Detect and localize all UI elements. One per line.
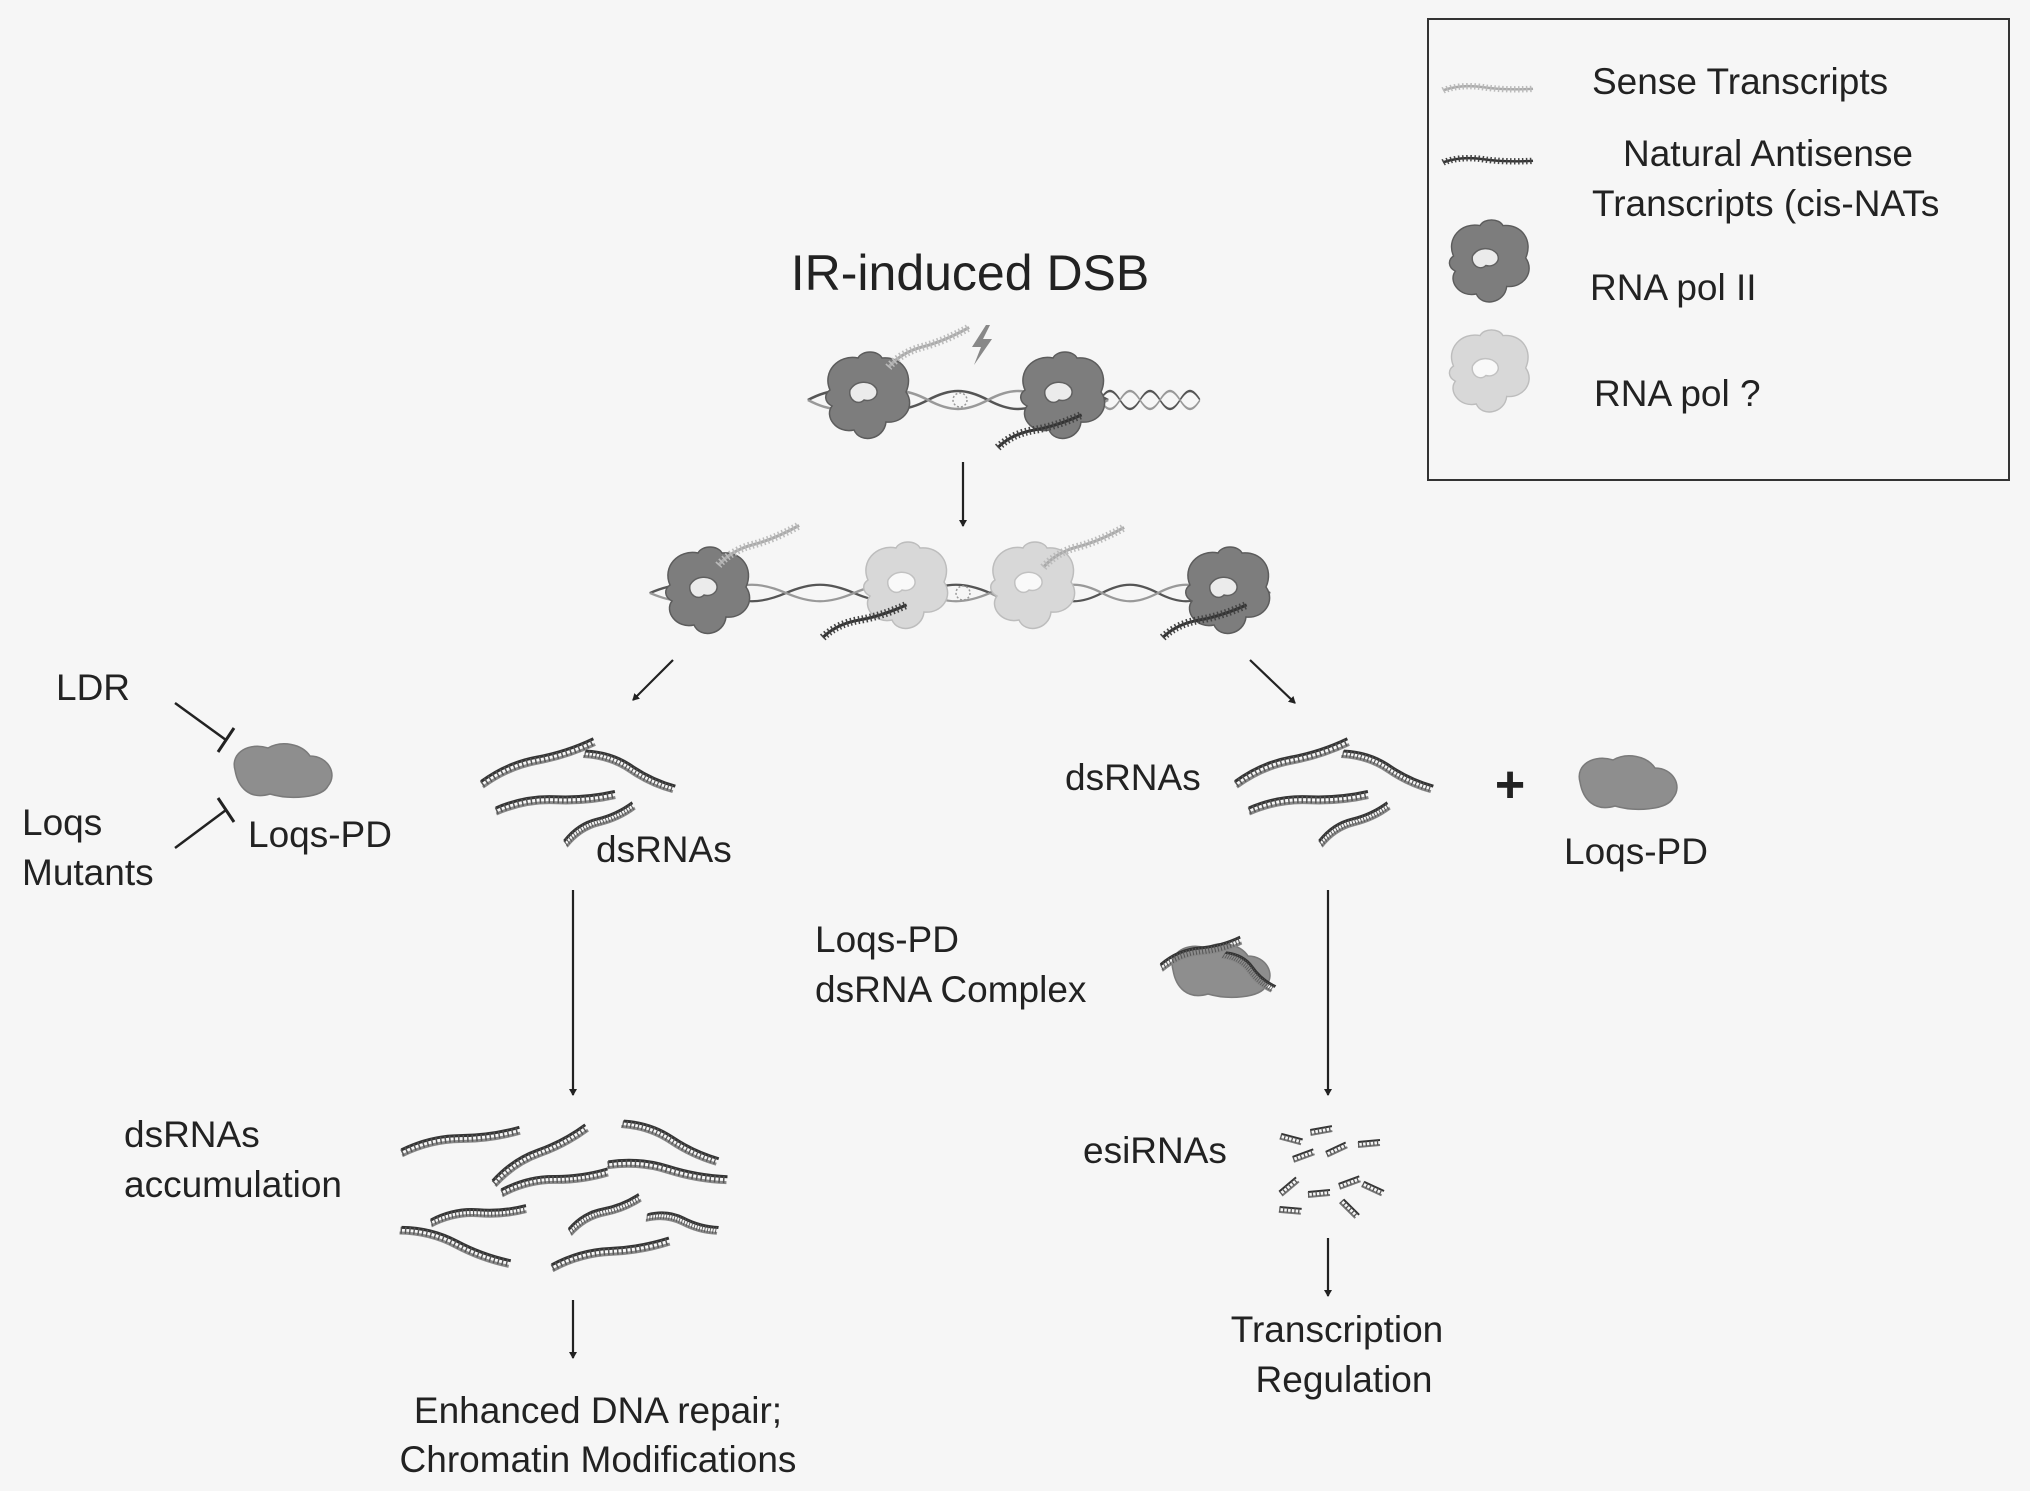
dsrnas-right-label: dsRNAs — [1065, 757, 1201, 798]
break-site-middle-icon — [955, 585, 971, 601]
sense-strand-top-icon — [886, 324, 970, 367]
accumulation-label-2: accumulation — [124, 1164, 342, 1205]
ldr-inhibition-line — [174, 701, 227, 742]
ldr-label: LDR — [56, 667, 130, 708]
dsrna-cluster-right-icon — [1233, 738, 1434, 847]
rna-pol-ii-icon — [1448, 219, 1530, 303]
loqs-pd-dsrna-complex-icon — [1159, 936, 1276, 997]
arrow-right-branch — [1249, 659, 1296, 704]
legend-antisense-label-1: Natural Antisense — [1623, 133, 1913, 174]
loqs-pd-right-label: Loqs-PD — [1564, 831, 1708, 872]
right-outcome-label-1: Transcription — [1231, 1309, 1443, 1350]
pol2-mid-left-icon — [664, 546, 751, 635]
accumulation-label-1: dsRNAs — [124, 1114, 260, 1155]
sense-strand-icon — [1443, 86, 1533, 90]
left-outcome-label-2: Chromatin Modifications — [400, 1439, 797, 1480]
loqs-pd-protein-right-icon — [1578, 755, 1678, 811]
dsrnas-left-label: dsRNAs — [596, 829, 732, 870]
legend: Sense Transcripts Natural Antisense Tran… — [1427, 18, 2010, 481]
mutants-inhibition-line — [174, 808, 227, 850]
sense-strand-mid-left-icon — [716, 522, 800, 565]
plus-sign: + — [1495, 756, 1525, 814]
right-outcome-label-2: Regulation — [1256, 1359, 1433, 1400]
pol2-left-icon — [824, 351, 911, 440]
antisense-strand-icon — [1443, 158, 1533, 162]
left-outcome-label-1: Enhanced DNA repair; — [414, 1390, 782, 1431]
mutants-inhibition-bar — [216, 797, 236, 823]
arrow-left-branch — [632, 659, 674, 701]
polq-mid-right-icon — [989, 541, 1076, 630]
diagram-title: IR-induced DSB — [791, 245, 1150, 301]
sense-strand-mid-right-icon — [1041, 524, 1125, 567]
pol2-right-icon — [1019, 351, 1106, 440]
legend-box — [1427, 18, 2010, 481]
complex-label-1: Loqs-PD — [815, 919, 959, 960]
loqs-mutants-label-1: Loqs — [22, 802, 102, 843]
complex-label-2: dsRNA Complex — [815, 969, 1087, 1010]
break-site-icon — [952, 392, 968, 408]
esirnas-label: esiRNAs — [1083, 1130, 1227, 1171]
rna-pol-unknown-icon — [1448, 329, 1530, 413]
loqs-mutants-label-2: Mutants — [22, 852, 154, 893]
legend-polq-label: RNA pol ? — [1594, 373, 1761, 414]
esirna-fragments-icon — [1278, 1126, 1384, 1219]
loqs-pd-protein-left-icon — [233, 743, 333, 799]
ldr-inhibition-bar — [216, 727, 236, 753]
legend-antisense-label-2: Transcripts (cis-NATs — [1592, 183, 1939, 224]
legend-sense-label: Sense Transcripts — [1592, 61, 1888, 102]
dsb-complex-middle — [648, 522, 1272, 637]
loqs-pd-left-label: Loqs-PD — [248, 814, 392, 855]
dsrna-accumulation-icon — [400, 1115, 728, 1272]
lightning-icon — [972, 325, 992, 365]
dsb-complex-top — [806, 324, 1202, 447]
legend-pol2-label: RNA pol II — [1590, 267, 1757, 308]
